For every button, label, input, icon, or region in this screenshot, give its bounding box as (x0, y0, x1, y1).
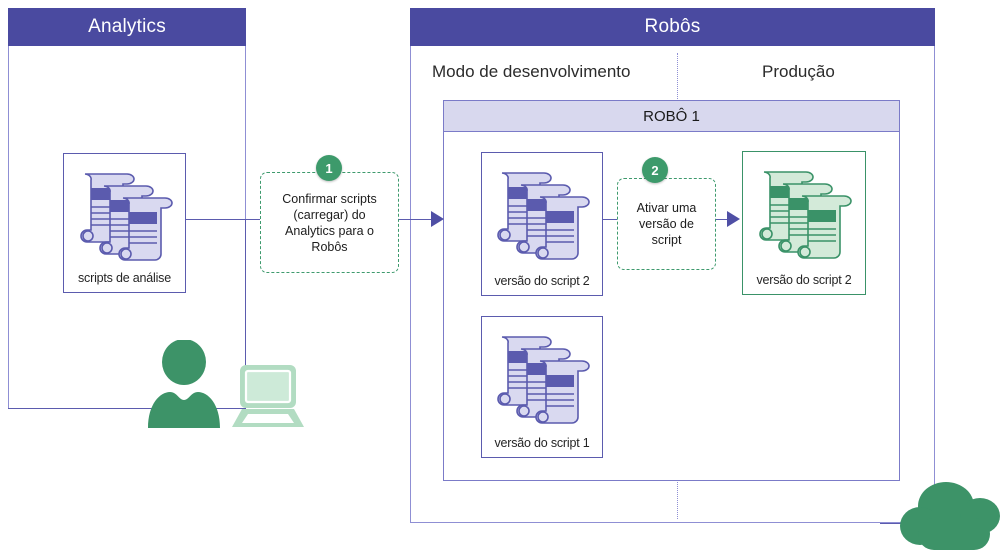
connector-step2-to-prod (716, 219, 728, 220)
card-prod-script-v2-label: versão do script 2 (756, 273, 852, 287)
card-prod-script-v2[interactable]: versão do script 2 (742, 151, 866, 295)
scripts-stack-icon (497, 172, 590, 260)
robot-1-header: ROBÔ 1 (443, 100, 900, 132)
card-dev-script-v2[interactable]: versão do script 2 (481, 152, 603, 296)
connector-user-baseline (8, 408, 246, 409)
arrow-step2-to-prod (727, 211, 740, 227)
card-dev-script-v1-label: versão do script 1 (494, 436, 590, 450)
step-1-box[interactable]: Confirmar scripts (carregar) do Analytic… (260, 172, 399, 273)
user-person-icon (148, 340, 220, 428)
label-production: Produção (762, 62, 835, 81)
connector-laptop-riser (245, 219, 246, 374)
card-dev-script-v2-label: versão do script 2 (494, 274, 590, 288)
robos-panel-title: Robôs (644, 16, 701, 37)
step-1-badge: 1 (316, 155, 342, 181)
cloud-icon (900, 482, 1000, 550)
scripts-stack-icon (79, 173, 173, 261)
scripts-stack-icon (759, 171, 852, 259)
analytics-panel-header: Analytics (8, 8, 246, 46)
step-2-number: 2 (651, 162, 659, 178)
scripts-stack-icon (497, 336, 590, 424)
step-2-text: Ativar uma versão de script (636, 201, 697, 247)
laptop-icon (232, 365, 304, 427)
step-2-badge: 2 (642, 157, 668, 183)
connector-dev-to-step2 (603, 219, 617, 220)
arrow-step1-to-dev (431, 211, 444, 227)
connector-analytics-to-step1 (186, 219, 260, 220)
card-analytics-scripts-label: scripts de análise (78, 271, 171, 285)
robot-1-title: ROBÔ 1 (643, 107, 700, 125)
card-analytics-scripts[interactable]: scripts de análise (63, 153, 186, 293)
robos-panel-header: Robôs (410, 8, 935, 46)
step-2-box[interactable]: Ativar uma versão de script (617, 178, 716, 270)
card-dev-script-v1[interactable]: versão do script 1 (481, 316, 603, 458)
analytics-panel-title: Analytics (88, 16, 166, 37)
label-dev-mode: Modo de desenvolvimento (432, 62, 631, 81)
connector-step1-to-dev (399, 219, 432, 220)
step-1-number: 1 (325, 160, 333, 176)
step-1-text: Confirmar scripts (carregar) do Analytic… (282, 191, 377, 254)
